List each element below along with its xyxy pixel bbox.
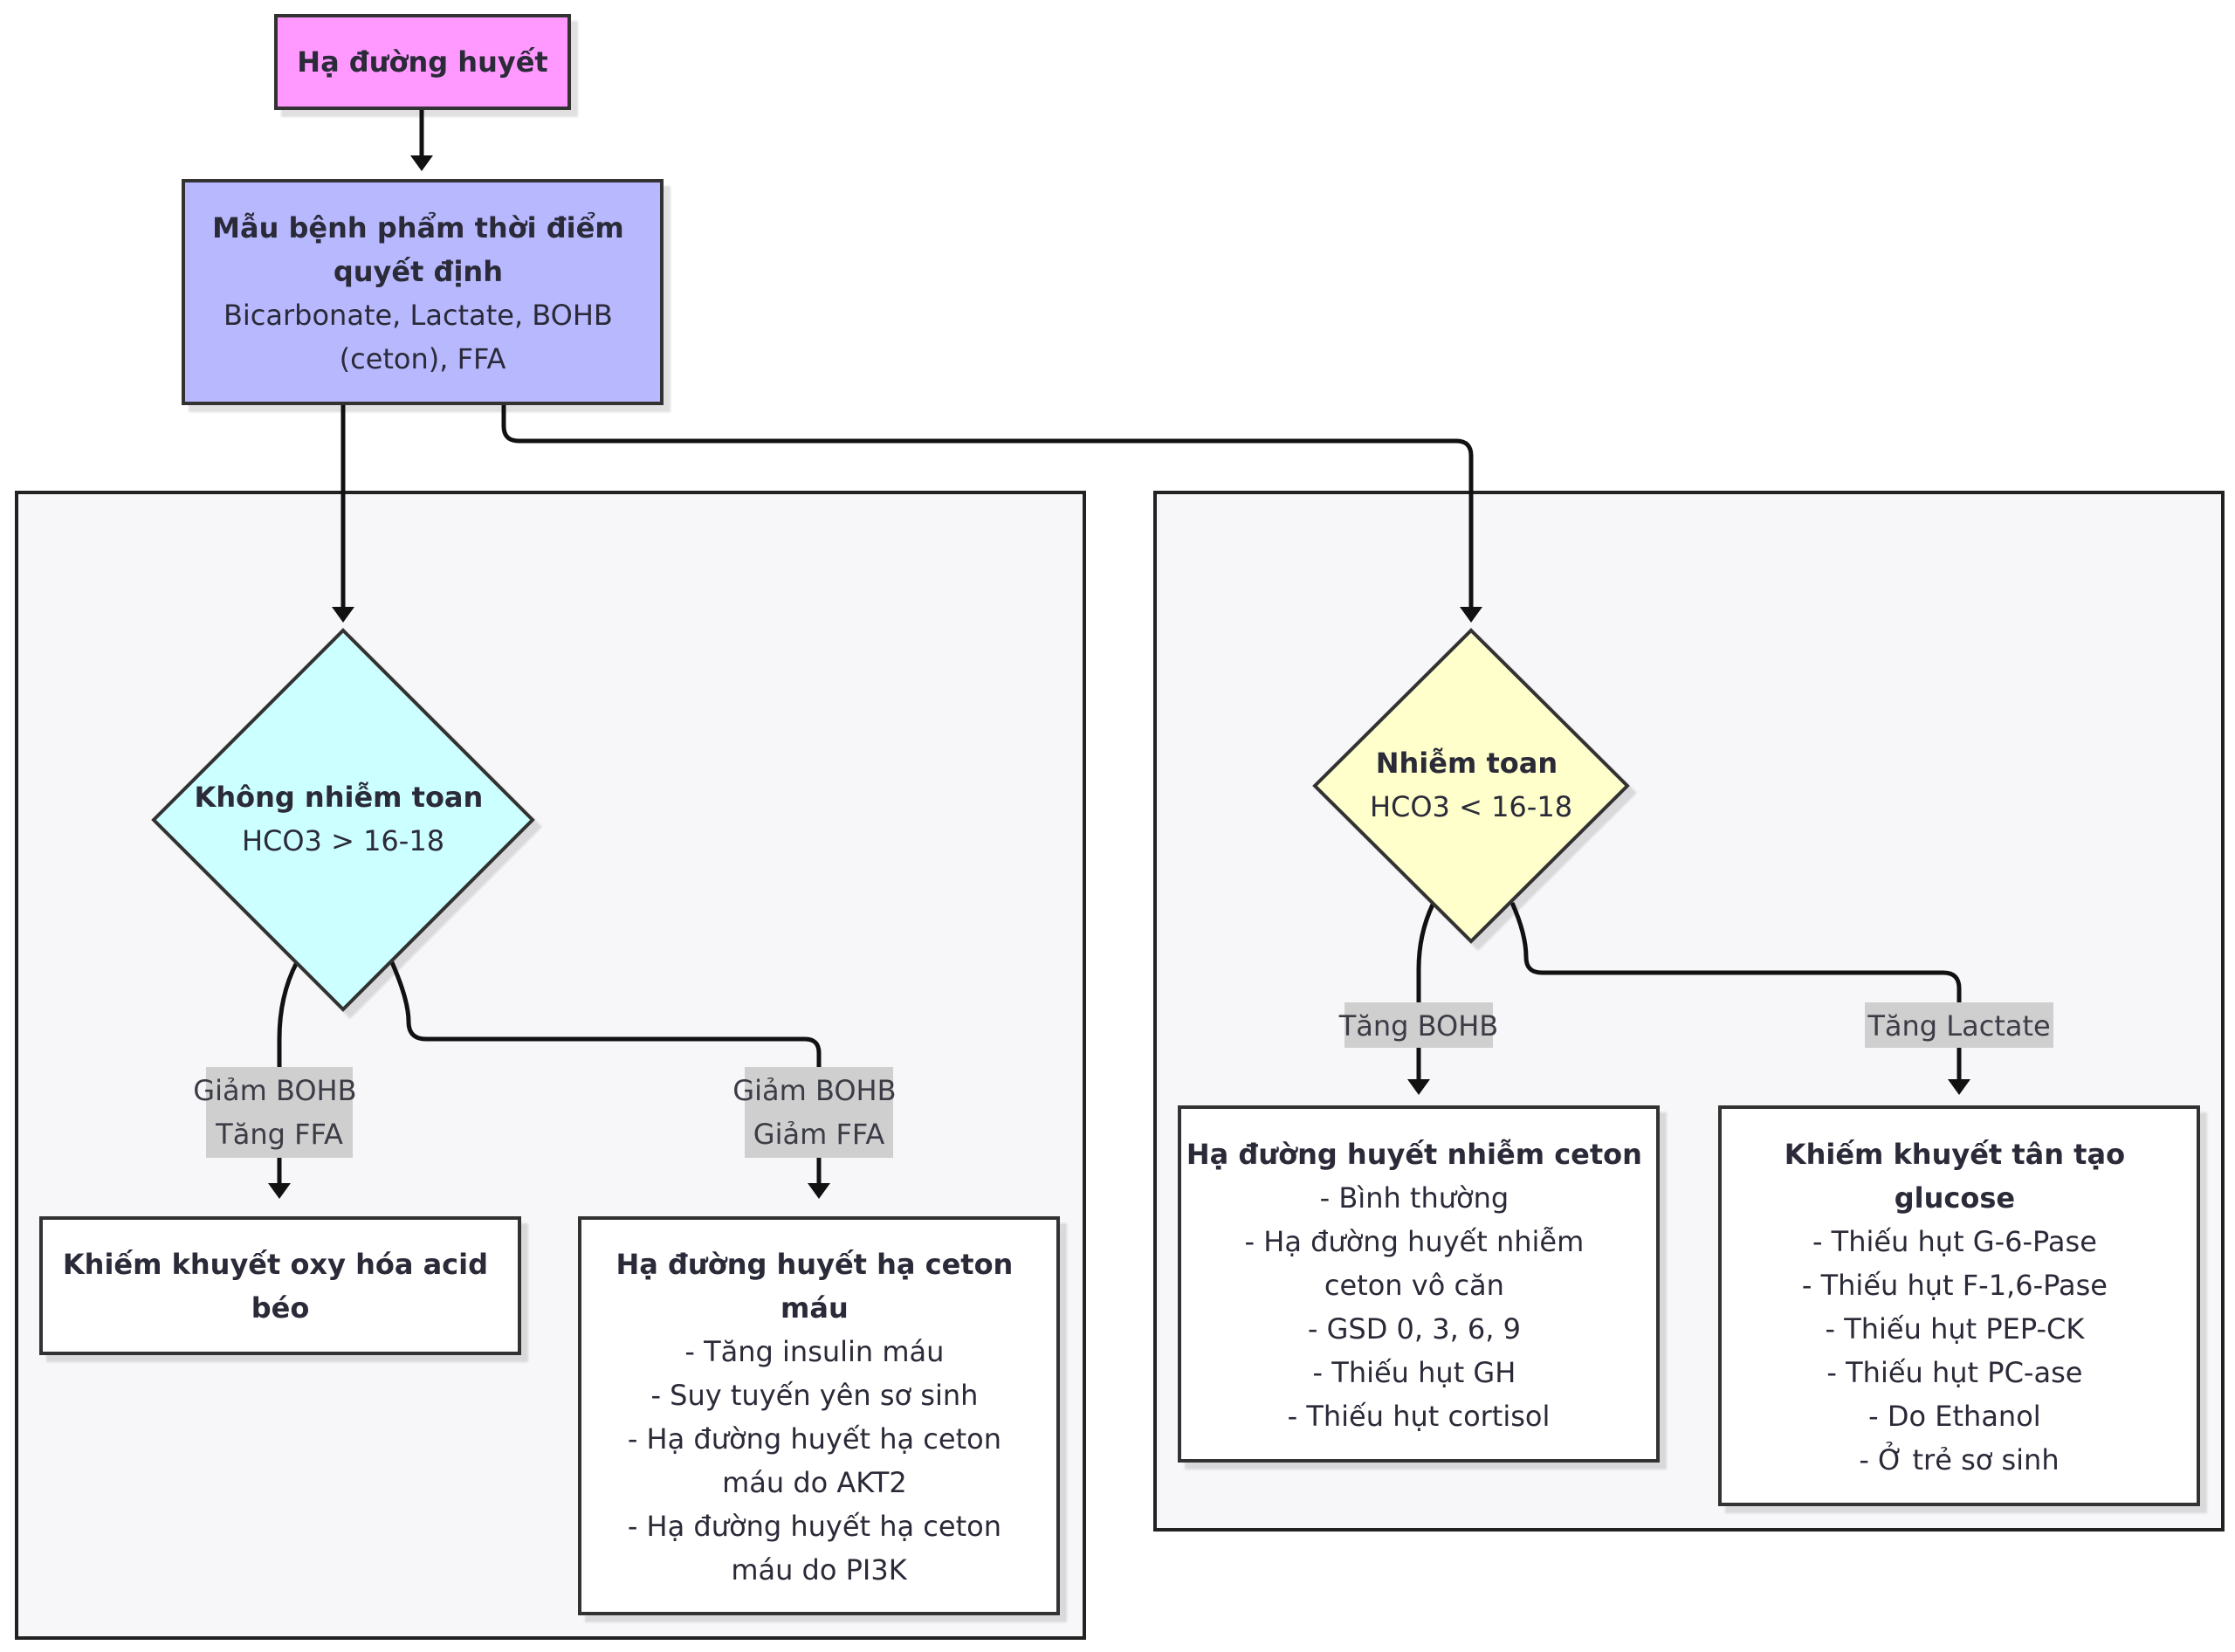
arrowhead — [808, 1183, 830, 1199]
node-fatty-acid-oxidation-defect — [39, 1216, 521, 1355]
node-gluconeogenesis-defect-text: Khiếm khuyết tân tạo glucose - Thiếu hụt… — [1785, 1138, 2134, 1476]
decision-no-acidosis-text: Không nhiễm toan HCO3 > 16-18 — [195, 781, 492, 857]
node-critical-sample — [182, 179, 664, 405]
arrowhead — [410, 155, 433, 171]
node-critical-sample-text: Mẫu bệnh phẩm thời điểm quyết định Bicar… — [212, 211, 633, 375]
edge-label-bg — [1344, 1002, 1493, 1048]
node-hypoketotic-hypoglycemia-text: Hạ đường huyết hạ ceton máu - Tăng insul… — [616, 1248, 1022, 1587]
node-hypoglycemia-title: Hạ đường huyết — [297, 45, 547, 79]
edge-label-bg — [1865, 1002, 2053, 1048]
edge-label-high-bohb: Tăng BOHB — [1338, 1009, 1499, 1043]
decision-acidosis — [1312, 628, 1630, 944]
decision-acidosis-text: Nhiễm toan HCO3 < 16-18 — [1370, 747, 1572, 823]
node-hypoketotic-hypoglycemia — [578, 1216, 1060, 1615]
arrowhead — [1407, 1079, 1430, 1095]
edge-acidosis-ketotic — [1416, 903, 1435, 1079]
edge-label-high-lactate: Tăng Lactate — [1867, 1009, 2050, 1043]
node-ketotic-hypoglycemia — [1178, 1105, 1660, 1463]
decision-no-acidosis — [151, 628, 535, 1012]
node-fatty-acid-oxidation-defect-text: Khiếm khuyết oxy hóa acid béo — [63, 1248, 498, 1325]
edge-no-acidosis-hypoketotic — [389, 959, 822, 1183]
node-hypoglycemia — [274, 14, 571, 110]
arrowhead — [268, 1183, 291, 1199]
edge-acidosis-gluconeo — [1509, 901, 1962, 1079]
edge-label-low-bohb-high-ffa: Giảm BOHB Tăng FFA — [193, 1074, 365, 1151]
edge-label-low-bohb-low-ffa: Giảm BOHB Giảm FFA — [732, 1074, 904, 1151]
arrowhead — [332, 607, 354, 623]
edge-sample-acidosis — [501, 404, 1474, 607]
arrowhead — [1948, 1079, 1970, 1095]
edge-label-bg — [745, 1067, 893, 1158]
arrowhead — [1460, 607, 1482, 623]
edge-no-acidosis-fao — [277, 960, 299, 1183]
node-ketotic-hypoglycemia-text: Hạ đường huyết nhiễm ceton - Bình thường… — [1186, 1138, 1651, 1433]
node-gluconeogenesis-defect — [1718, 1105, 2200, 1506]
edge-label-bg — [206, 1067, 353, 1158]
